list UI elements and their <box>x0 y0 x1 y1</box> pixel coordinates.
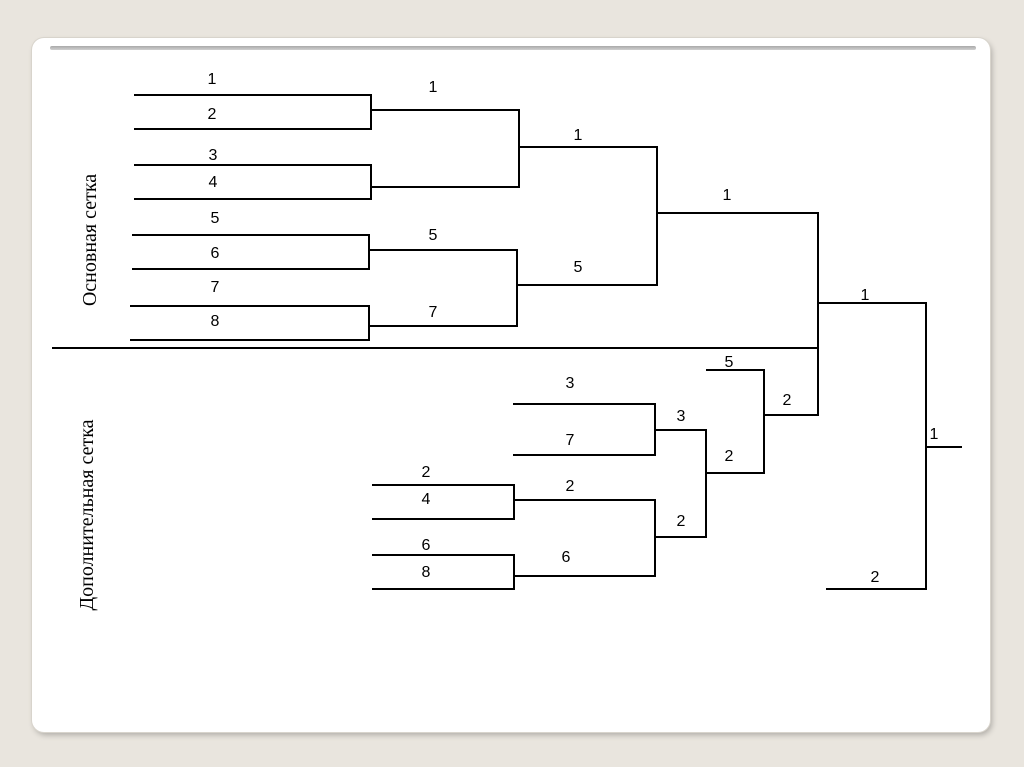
seed-label: 1 <box>208 71 217 88</box>
seed-label: 2 <box>208 106 217 123</box>
seed-label: 7 <box>211 279 220 296</box>
cons-round2-label: 3 <box>677 408 686 425</box>
cons-round5-label: 2 <box>783 392 792 409</box>
seed-label: 4 <box>209 174 218 191</box>
final-main-line <box>517 146 658 286</box>
cons-match-6-8-line <box>372 554 515 590</box>
cons-seed-label: 4 <box>422 491 431 508</box>
cons-round3-label: 2 <box>677 513 686 530</box>
round2-winner-label: 7 <box>429 304 438 321</box>
cons-seed-label: 3 <box>566 375 575 392</box>
main-winner-line <box>657 212 819 416</box>
main-bracket-title: Основная сетка <box>79 174 101 306</box>
grand-final-line <box>818 302 927 590</box>
main-round1-labels: 1 2 3 4 5 6 7 8 <box>208 71 220 330</box>
final-lower-label: 2 <box>871 569 880 586</box>
cons-seed-label: 2 <box>422 464 431 481</box>
seed-label: 3 <box>209 147 218 164</box>
match-3-4-line <box>134 164 372 200</box>
champion-label: 1 <box>930 426 939 443</box>
round3-winner-label: 1 <box>574 127 583 144</box>
consolation-bracket-lines <box>372 369 765 590</box>
final-upper-label: 1 <box>861 287 870 304</box>
cons-seed-label: 7 <box>566 432 575 449</box>
seed-label: 8 <box>211 313 220 330</box>
cons-seed-label: 8 <box>422 564 431 581</box>
cons-round3-line <box>655 429 707 538</box>
cons-round2-label: 2 <box>566 478 575 495</box>
cons-round2-line <box>514 499 656 577</box>
match-7-8-line <box>130 305 370 341</box>
cons-seed-label: 6 <box>422 537 431 554</box>
round2-winner-label: 5 <box>429 227 438 244</box>
slide-top-bar <box>50 46 976 50</box>
semi-a-line <box>371 109 520 188</box>
seed-label: 5 <box>211 210 220 227</box>
cons-round2-label: 6 <box>562 549 571 566</box>
seed-label: 6 <box>211 245 220 262</box>
cons-round4-label: 2 <box>725 448 734 465</box>
round2-winner-label: 1 <box>429 79 438 96</box>
main-winner-label: 1 <box>723 187 732 204</box>
cons-match-3-7-line <box>513 403 656 456</box>
match-5-6-line <box>132 234 370 270</box>
cons-round4-label: 5 <box>725 354 734 371</box>
slide-panel <box>32 38 990 732</box>
semi-b-line <box>369 249 518 327</box>
cons-round4-line <box>706 369 765 474</box>
match-1-2-line <box>134 94 372 130</box>
consolation-bracket-title: Дополнительная сетка <box>76 419 98 610</box>
cons-match-2-4-line <box>372 484 515 520</box>
round3-winner-label: 5 <box>574 259 583 276</box>
main-bracket-lines <box>130 94 819 416</box>
